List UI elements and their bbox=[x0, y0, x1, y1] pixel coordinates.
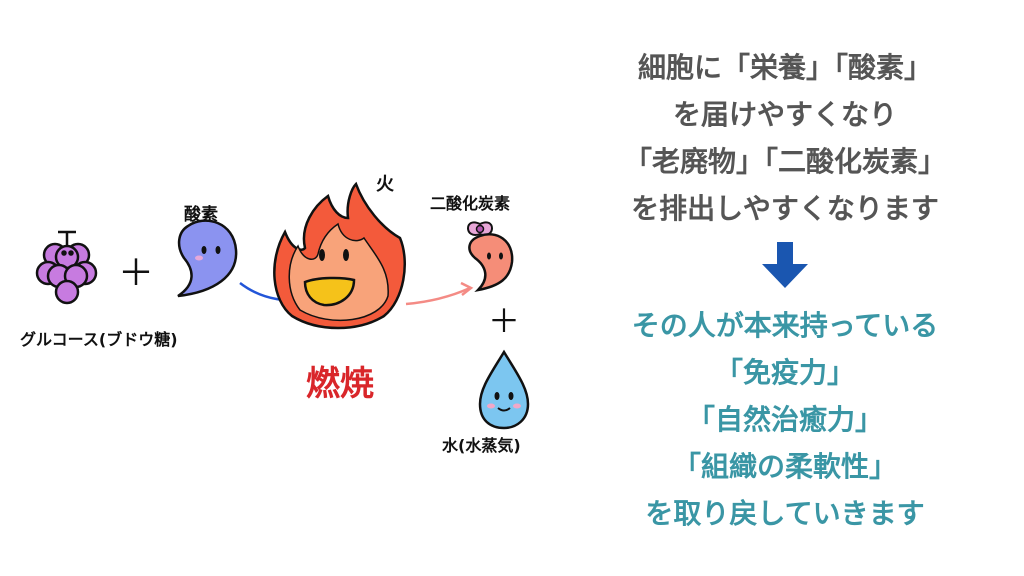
teal-line-1: その人が本来持っている bbox=[631, 309, 939, 342]
gray-line-1: 細胞に「栄養」「酸素」 bbox=[637, 51, 932, 84]
water-drop-icon bbox=[478, 349, 530, 430]
teal-line-4: 「組織の柔軟性」 bbox=[672, 450, 897, 483]
oxygen-character-icon bbox=[177, 219, 238, 298]
explanation-teal-text: その人が本来持っている 「免疫力」 「自然治癒力」 「組織の柔軟性」 を取り戻し… bbox=[560, 302, 1010, 537]
down-arrow-icon bbox=[762, 242, 808, 288]
gray-line-2: を届けやすくなり bbox=[672, 98, 897, 131]
co2-character-icon bbox=[467, 221, 514, 292]
gray-line-3: 「老廃物」「二酸化炭素」 bbox=[623, 145, 946, 178]
flame-character-icon bbox=[273, 181, 406, 330]
teal-line-2: 「免疫力」 bbox=[714, 356, 855, 389]
oxygen-label: 酸素 bbox=[184, 205, 218, 225]
plus-sign-1: ＋ bbox=[118, 253, 155, 294]
combustion-label: 燃焼 bbox=[306, 364, 374, 404]
water-label: 水(水蒸気) bbox=[442, 436, 521, 455]
teal-line-3: 「自然治癒力」 bbox=[686, 403, 883, 436]
fire-label: 火 bbox=[376, 174, 394, 195]
fire-to-co2-arrow-icon bbox=[405, 281, 474, 306]
plus-sign-2: ＋ bbox=[488, 302, 521, 340]
grape-icon bbox=[35, 230, 98, 305]
co2-label: 二酸化炭素 bbox=[430, 194, 511, 213]
glucose-label: グルコース(ブドウ糖) bbox=[20, 330, 178, 349]
explanation-gray-text: 細胞に「栄養」「酸素」 を届けやすくなり 「老廃物」「二酸化炭素」 を排出しやす… bbox=[560, 44, 1010, 232]
gray-line-4: を排出しやすくなります bbox=[631, 192, 939, 225]
teal-line-5: を取り戻していきます bbox=[645, 497, 925, 530]
